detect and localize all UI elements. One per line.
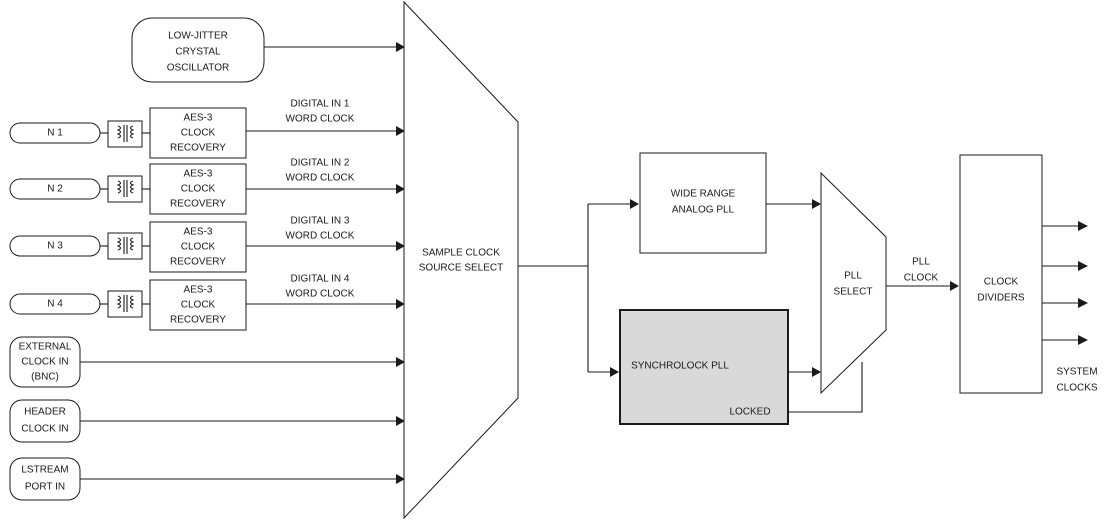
bnc-label-1: EXTERNAL [19, 342, 72, 353]
oscillator-label-3: OSCILLATOR [167, 63, 229, 74]
crystal-oscillator-node: LOW-JITTER CRYSTAL OSCILLATOR [131, 17, 265, 83]
analog-pll-line2: ANALOG PLL [672, 205, 735, 216]
signal-label-3-line2: WORD CLOCK [286, 231, 355, 242]
aes3-recovery-2-line2: CLOCK [181, 184, 216, 195]
transformer-icon [116, 180, 135, 197]
input-port-3-label: N 3 [47, 241, 63, 252]
lstream-label-2: PORT IN [25, 482, 65, 493]
aes3-recovery-1-line1: AES-3 [184, 113, 213, 124]
locked-feedback-edge [788, 362, 863, 413]
input-row-2: N 2 AES-3 CLOCK RECOVERY DIGITAL IN 2 WO… [9, 158, 405, 215]
input-row-3: N 3 AES-3 CLOCK RECOVERY DIGITAL IN 3 WO… [9, 216, 405, 273]
input-row-4: N 4 AES-3 CLOCK RECOVERY DIGITAL IN 4 WO… [9, 274, 405, 331]
aes3-recovery-4-line3: RECOVERY [170, 315, 226, 326]
transformer-icon [116, 295, 135, 312]
header-label-2: CLOCK IN [21, 424, 68, 435]
system-clocks-line2: CLOCKS [1056, 383, 1097, 394]
signal-label-2-line2: WORD CLOCK [286, 173, 355, 184]
synchrolock-pll: SYNCHROLOCK PLL LOCKED [619, 309, 789, 425]
oscillator-label-2: CRYSTAL [175, 47, 221, 58]
clock-dividers: CLOCK DIVIDERS [959, 154, 1043, 394]
bnc-label-3: (BNC) [31, 372, 59, 383]
input-port-4-label: N 4 [47, 299, 63, 310]
sample-clock-source-select: SAMPLE CLOCK SOURCE SELECT [403, 0, 519, 520]
transformer-icon [116, 237, 135, 254]
signal-label-4-line1: DIGITAL IN 4 [291, 274, 350, 285]
bnc-label-2: CLOCK IN [21, 357, 68, 368]
header-clock-in: HEADER CLOCK IN [9, 399, 405, 443]
transformer-1 [107, 120, 143, 148]
input-port-2-label: N 2 [47, 184, 63, 195]
aes3-recovery-1-line2: CLOCK [181, 128, 216, 139]
external-clock-bnc: EXTERNAL CLOCK IN (BNC) [9, 336, 405, 388]
pll-select-line2: SELECT [834, 287, 873, 298]
signal-label-2-line1: DIGITAL IN 2 [291, 158, 350, 169]
aes3-recovery-3-line3: RECOVERY [170, 257, 226, 268]
lstream-port-in: LSTREAM PORT IN [9, 457, 405, 501]
locked-label: LOCKED [729, 407, 770, 418]
transformer-2 [107, 175, 143, 203]
input-row-1: N 1 AES-3 CLOCK RECOVERY DIGITAL IN 1 WO… [9, 99, 405, 159]
aes3-recovery-4-line2: CLOCK [181, 300, 216, 311]
transformer-icon [116, 125, 135, 142]
aes3-recovery-4-line1: AES-3 [184, 285, 213, 296]
aes3-recovery-3-line1: AES-3 [184, 227, 213, 238]
signal-label-3-line1: DIGITAL IN 3 [291, 216, 350, 227]
source-select-line2: SOURCE SELECT [419, 263, 503, 274]
signal-label-4-line2: WORD CLOCK [286, 289, 355, 300]
transformer-3 [107, 232, 143, 260]
lstream-label-1: LSTREAM [21, 465, 68, 476]
aes3-recovery-2-line3: RECOVERY [170, 199, 226, 210]
system-clocks-line1: SYSTEM [1056, 367, 1097, 378]
wide-range-analog-pll: WIDE RANGE ANALOG PLL [639, 152, 767, 254]
oscillator-label-1: LOW-JITTER [168, 31, 228, 42]
source-select-line1: SAMPLE CLOCK [422, 248, 500, 259]
aes3-recovery-1-line3: RECOVERY [170, 143, 226, 154]
pll-select: PLL SELECT [820, 171, 887, 395]
pll-clock-line2: CLOCK [904, 273, 939, 284]
input-port-1-label: N 1 [47, 128, 63, 139]
aes3-recovery-1 [149, 107, 247, 159]
aes3-recovery-4 [149, 279, 247, 331]
clock-dividers-line2: DIVIDERS [977, 293, 1025, 304]
synchrolock-label: SYNCHROLOCK PLL [631, 361, 729, 372]
signal-label-1-line1: DIGITAL IN 1 [291, 99, 350, 110]
oscillator-arrowhead [396, 42, 405, 52]
header-label-1: HEADER [24, 407, 66, 418]
pll-clock-line1: PLL [912, 257, 930, 268]
aes3-recovery-3 [149, 221, 247, 273]
clock-dividers-line1: CLOCK [984, 277, 1019, 288]
analog-pll-line1: WIDE RANGE [671, 189, 736, 200]
signal-label-1-line2: WORD CLOCK [286, 114, 355, 125]
transformer-4 [107, 290, 143, 318]
pll-select-line1: PLL [844, 271, 862, 282]
aes3-recovery-2-line1: AES-3 [184, 169, 213, 180]
aes3-recovery-3-line2: CLOCK [181, 242, 216, 253]
